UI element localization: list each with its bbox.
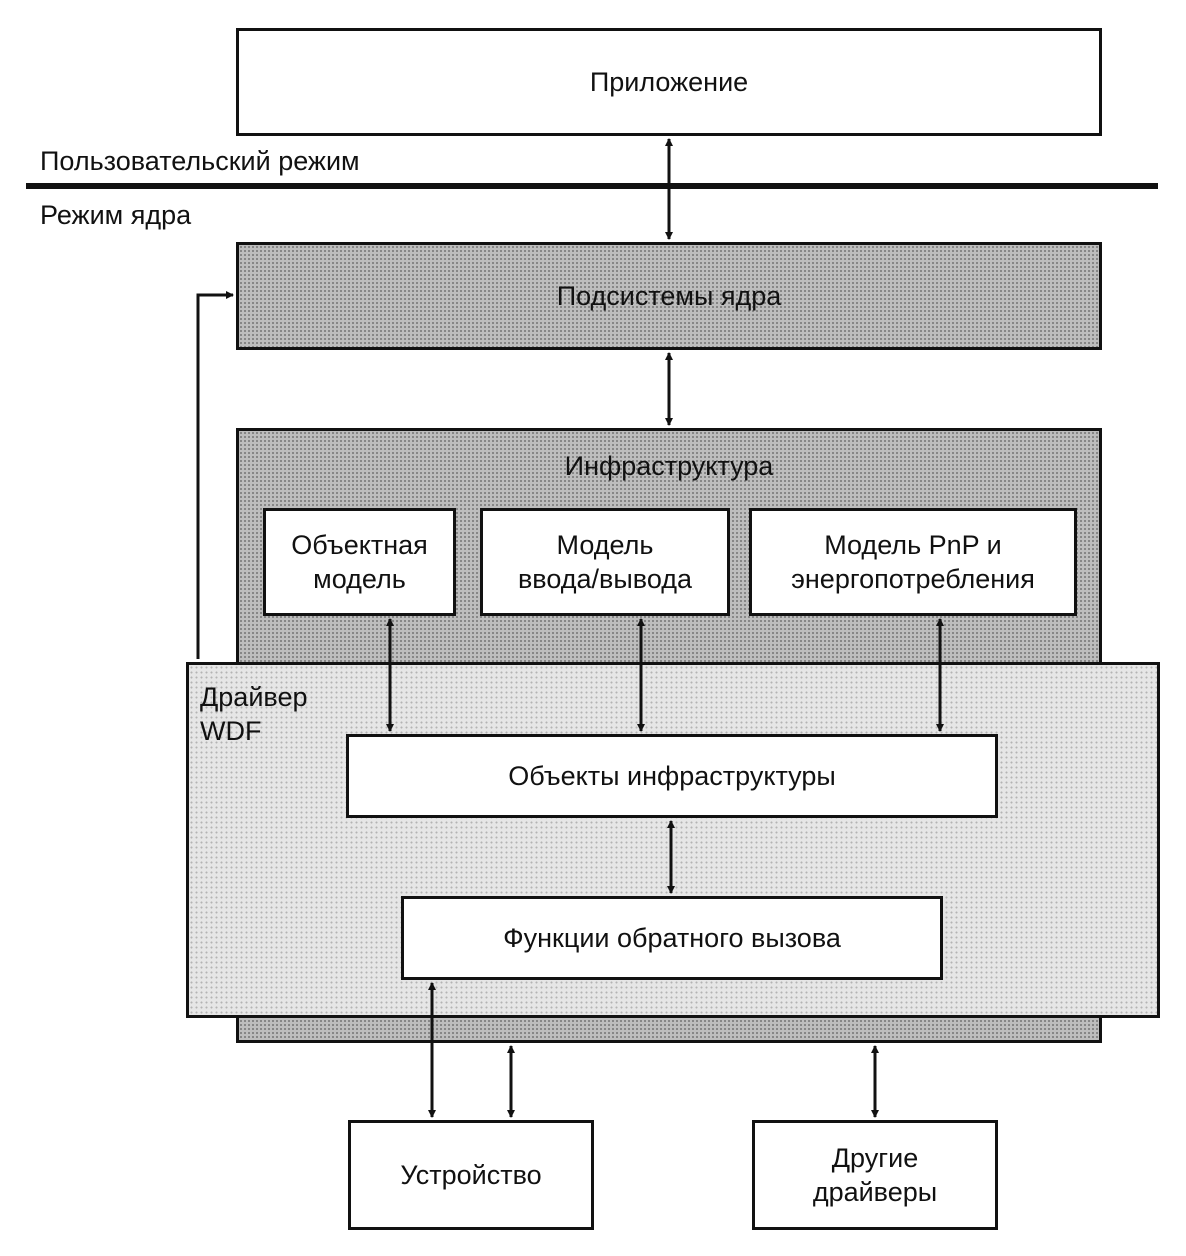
callback-functions-label: Функции обратного вызова — [503, 923, 841, 953]
kernel-subsystems-label: Подсистемы ядра — [556, 281, 782, 311]
infrastructure-title: Инфраструктура — [564, 451, 774, 481]
wdf-driver-title: Драйвер WDF — [200, 682, 308, 746]
pnp-power-model-label: Модель PnP и энергопотребления — [791, 530, 1035, 594]
device-label: Устройство — [400, 1160, 542, 1190]
kernel-subsystems-box: Подсистемы ядра — [236, 242, 1102, 350]
application-box: Приложение — [236, 28, 1102, 136]
device-box: Устройство — [348, 1120, 594, 1230]
mode-divider-line — [26, 183, 1158, 189]
arrow-driver-to-subsystems — [196, 291, 234, 659]
application-label: Приложение — [589, 67, 749, 97]
io-model-label: Модель ввода/вывода — [517, 530, 693, 594]
kernel-mode-label: Режим ядра — [40, 200, 192, 230]
other-drivers-box: Другие драйверы — [752, 1120, 998, 1230]
framework-objects-box: Объекты инфраструктуры — [346, 734, 998, 818]
other-drivers-label: Другие драйверы — [812, 1143, 938, 1207]
framework-objects-label: Объекты инфраструктуры — [508, 761, 836, 791]
object-model-label: Объектная модель — [291, 530, 428, 594]
callback-functions-box: Функции обратного вызова — [401, 896, 943, 980]
object-model-box: Объектная модель — [263, 508, 456, 616]
user-mode-label: Пользовательский режим — [40, 146, 360, 176]
io-model-box: Модель ввода/вывода — [480, 508, 730, 616]
pnp-power-model-box: Модель PnP и энергопотребления — [749, 508, 1077, 616]
